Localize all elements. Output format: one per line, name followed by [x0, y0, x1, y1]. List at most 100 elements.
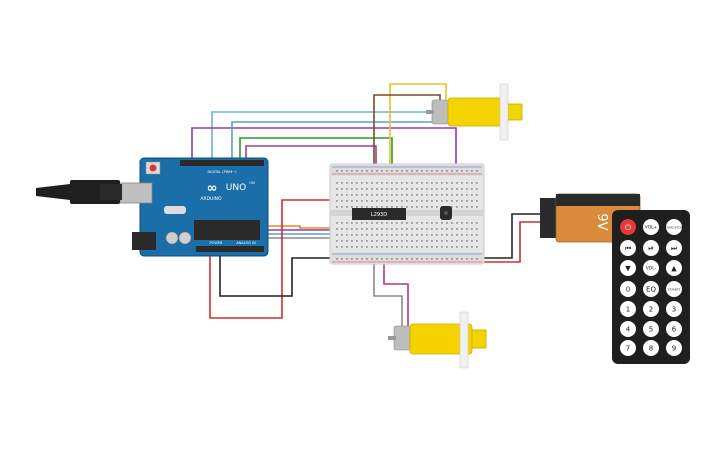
breadboard-hole: [416, 240, 418, 242]
remote-button[interactable]: ▲: [666, 260, 682, 276]
breadboard-hole: [446, 228, 448, 230]
remote-button[interactable]: 9: [666, 340, 682, 356]
breadboard-hole: [381, 206, 383, 208]
breadboard-hole: [436, 228, 438, 230]
breadboard-hole: [391, 188, 393, 190]
remote-button[interactable]: ⏯: [643, 240, 659, 256]
breadboard-hole: [456, 258, 458, 260]
power-button[interactable]: ⏻: [620, 219, 636, 235]
remote-button[interactable]: 5: [643, 321, 659, 337]
breadboard-hole: [411, 170, 413, 172]
breadboard-hole: [466, 182, 468, 184]
breadboard-hole: [461, 200, 463, 202]
breadboard-hole: [426, 258, 428, 260]
breadboard-hole: [361, 222, 363, 224]
breadboard-hole: [351, 200, 353, 202]
breadboard-hole: [436, 188, 438, 190]
remote-button-label: ▲: [671, 265, 677, 273]
breadboard-hole: [401, 170, 403, 172]
breadboard-hole: [346, 182, 348, 184]
remote-button[interactable]: FUNC/STOP: [665, 219, 683, 235]
breadboard-hole: [466, 246, 468, 248]
remote-button[interactable]: 8: [643, 340, 659, 356]
battery-label: 9V: [594, 213, 609, 230]
breadboard-hole: [406, 240, 408, 242]
breadboard-hole: [346, 188, 348, 190]
breadboard-hole: [396, 188, 398, 190]
breadboard-hole: [451, 194, 453, 196]
breadboard-hole: [351, 246, 353, 248]
breadboard-hole: [471, 246, 473, 248]
breadboard-hole: [381, 228, 383, 230]
remote-button[interactable]: VOL+: [643, 219, 659, 235]
breadboard-hole: [401, 258, 403, 260]
dc-motor-bottom[interactable]: [388, 311, 487, 369]
breadboard-hole: [371, 194, 373, 196]
breadboard-hole: [356, 188, 358, 190]
breadboard-hole: [456, 222, 458, 224]
remote-button[interactable]: ST/REPT: [666, 281, 682, 297]
arduino-board[interactable]: ∞ ARDUINO UNO DIGITAL (PWM~) POWER ANALO…: [119, 157, 269, 257]
arduino-logo: ∞: [207, 181, 218, 196]
breadboard-hole: [341, 228, 343, 230]
breadboard-hole: [466, 194, 468, 196]
remote-button[interactable]: ▼: [620, 260, 636, 276]
breadboard-hole: [411, 194, 413, 196]
breadboard-hole: [446, 246, 448, 248]
breadboard-hole: [336, 170, 338, 172]
remote-button[interactable]: 0: [620, 281, 636, 297]
remote-button[interactable]: ⏭: [666, 240, 682, 256]
breadboard-hole: [381, 182, 383, 184]
breadboard-hole: [466, 200, 468, 202]
remote-button[interactable]: ⏮: [620, 240, 636, 256]
remote-button[interactable]: 4: [620, 321, 636, 337]
breadboard-hole: [376, 246, 378, 248]
breadboard-hole: [401, 194, 403, 196]
breadboard-hole: [336, 258, 338, 260]
wire-lightblue-2: [231, 121, 440, 162]
remote-button-label: 7: [626, 345, 630, 353]
breadboard-hole: [451, 182, 453, 184]
remote-button[interactable]: EQ: [643, 281, 659, 297]
breadboard-hole: [356, 234, 358, 236]
breadboard-hole: [436, 246, 438, 248]
breadboard-hole: [351, 228, 353, 230]
breadboard-hole: [361, 258, 363, 260]
breadboard-hole: [406, 194, 408, 196]
breadboard-hole: [421, 200, 423, 202]
arduino-digital-label: DIGITAL (PWM~): [207, 170, 237, 174]
breadboard-hole: [441, 258, 443, 260]
breadboard-hole: [446, 200, 448, 202]
breadboard-hole: [381, 200, 383, 202]
breadboard-hole: [376, 258, 378, 260]
breadboard-hole: [431, 246, 433, 248]
breadboard-hole: [436, 194, 438, 196]
remote-button[interactable]: 7: [620, 340, 636, 356]
breadboard-hole: [426, 200, 428, 202]
remote-button[interactable]: 3: [666, 301, 682, 317]
breadboard-hole: [441, 170, 443, 172]
breadboard-holes: [336, 170, 478, 260]
breadboard-hole: [391, 234, 393, 236]
remote-button[interactable]: 1: [620, 301, 636, 317]
breadboard-hole: [476, 206, 478, 208]
breadboard-hole: [366, 170, 368, 172]
dc-motor-top[interactable]: [426, 83, 523, 141]
usb-cable[interactable]: [36, 180, 122, 204]
breadboard[interactable]: L293D: [329, 163, 485, 265]
breadboard-hole: [471, 228, 473, 230]
breadboard-hole: [461, 170, 463, 172]
remote-button[interactable]: VOL-: [643, 260, 659, 276]
breadboard-hole: [401, 200, 403, 202]
breadboard-hole: [426, 234, 428, 236]
breadboard-hole: [411, 182, 413, 184]
remote-button[interactable]: 6: [666, 321, 682, 337]
breadboard-hole: [446, 240, 448, 242]
breadboard-hole: [396, 258, 398, 260]
remote-button[interactable]: 2: [643, 301, 659, 317]
breadboard-hole: [371, 170, 373, 172]
breadboard-hole: [421, 170, 423, 172]
breadboard-hole: [411, 234, 413, 236]
breadboard-hole: [386, 170, 388, 172]
